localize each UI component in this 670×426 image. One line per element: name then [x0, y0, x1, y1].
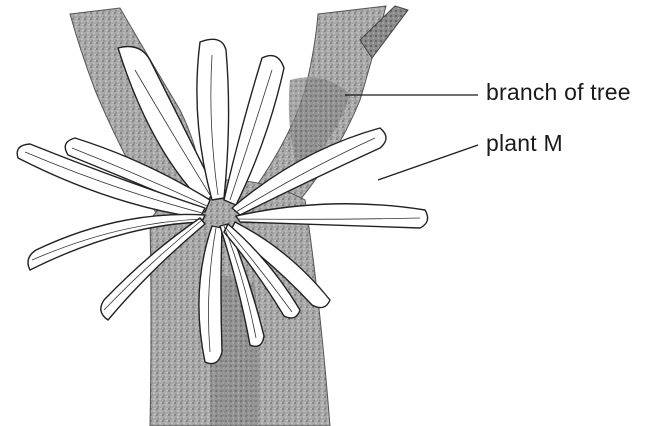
label-plant-m: plant M [486, 130, 563, 157]
pointer-line-plant [378, 145, 478, 180]
label-branch-of-tree: branch of tree [486, 79, 631, 106]
